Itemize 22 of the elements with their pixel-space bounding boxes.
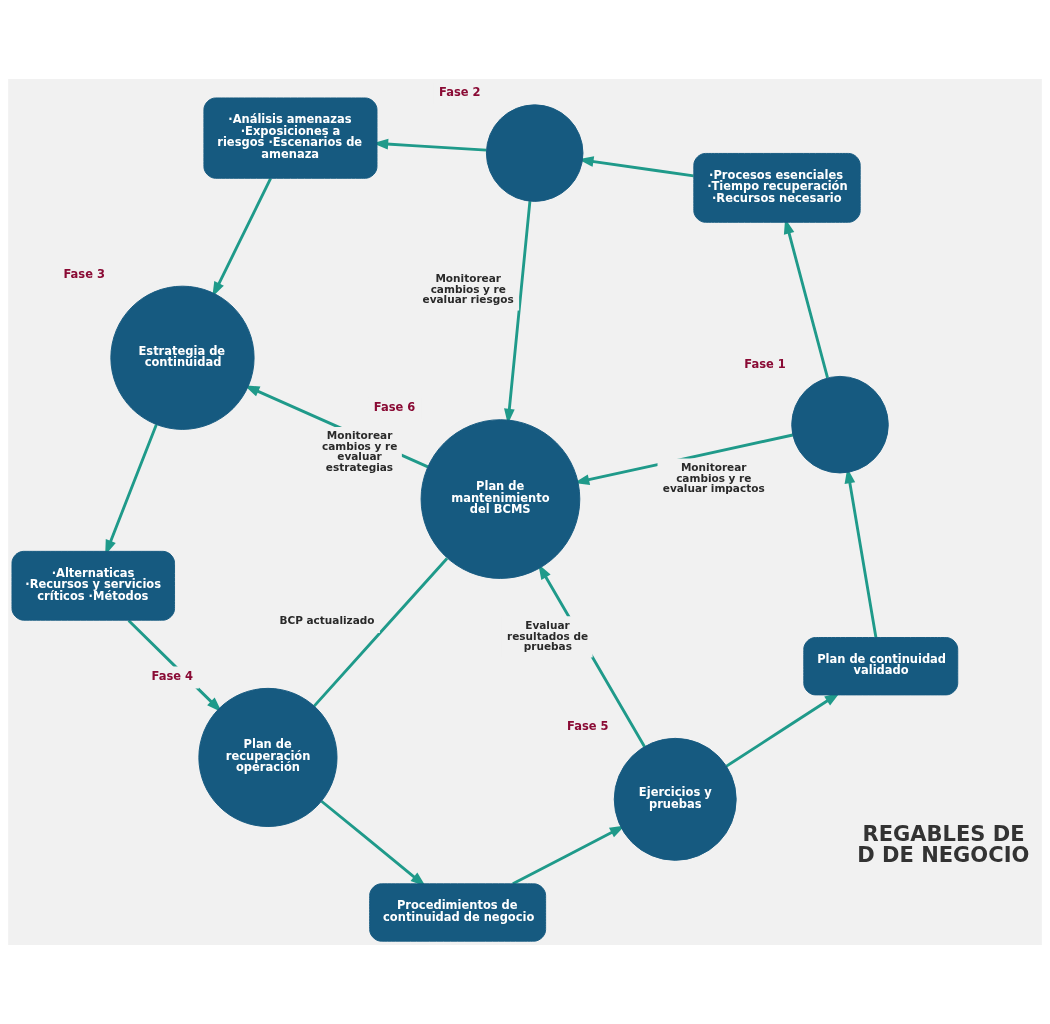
edge-label: Evaluar resultados de pruebas	[507, 619, 589, 653]
node-label: Fase 5	[567, 718, 609, 733]
edge-label: Monitorear cambios y re evaluar riesgos	[422, 272, 514, 306]
node-circle	[485, 104, 584, 202]
node-box: ·Análisis amenazas ·Exposiciones a riesgos ·Escenarios de amenaza	[203, 97, 378, 179]
node-label: Fase 3	[63, 266, 105, 281]
node-circle: Estrategia de continuidad	[110, 285, 255, 430]
node-box: Procedimientos de continuidad de negocio	[369, 883, 547, 942]
node-box: Plan de continuidad validado	[803, 637, 959, 696]
node-label: Fase 1	[744, 356, 786, 371]
node-label: Fase 6	[373, 400, 416, 415]
node-box: ·Procesos esenciales ·Tiempo recuperación ·Recursos necesario	[693, 152, 861, 223]
node-circle: Ejercicios y pruebas	[613, 737, 737, 861]
node-circle	[791, 375, 889, 474]
connector	[313, 557, 449, 708]
node-label: Fase 4	[151, 668, 194, 683]
edge-label: BCP actualizado	[279, 614, 375, 627]
edge-label: Monitorear cambios y re evaluar estrategias	[322, 429, 398, 473]
node-box: ·Alternaticas ·Recursos y servicios críticos ·Métodos	[11, 550, 175, 621]
edge-label: Monitorear cambios y re evaluar impactos	[662, 461, 765, 495]
label: REGABLES DE D DE NEGOCIO	[857, 821, 1030, 868]
node-label: Fase 2	[439, 85, 481, 100]
